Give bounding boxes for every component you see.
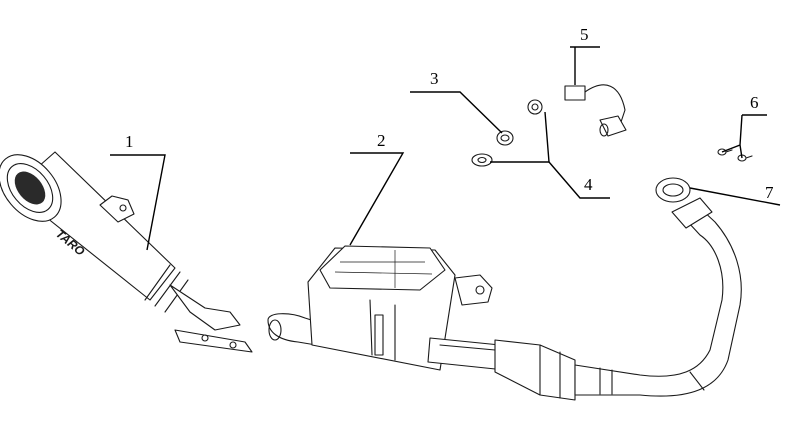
oxygen-sensor <box>564 84 627 137</box>
callout-5: 5 <box>580 25 589 44</box>
callout-4: 4 <box>584 175 593 194</box>
muffler: TARO <box>0 151 253 353</box>
callout-7: 7 <box>765 183 774 202</box>
catalyst-box <box>267 245 576 401</box>
callout-3: 3 <box>430 69 439 88</box>
nut-and-washers <box>471 99 543 167</box>
callout-labels: 1 2 3 4 5 6 7 <box>125 25 774 202</box>
head-pipe <box>574 177 742 397</box>
callout-2: 2 <box>377 131 386 150</box>
callout-1: 1 <box>125 132 134 151</box>
bolts <box>717 148 753 162</box>
callout-6: 6 <box>750 93 759 112</box>
leader-lines <box>110 46 781 251</box>
